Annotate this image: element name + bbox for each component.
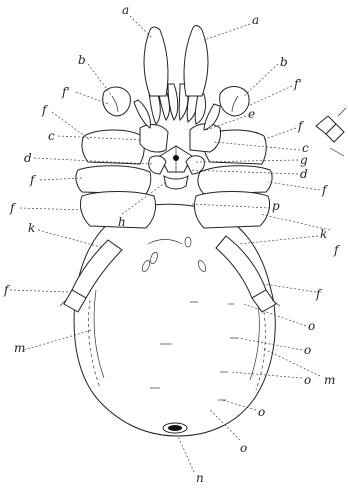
cheliceral-lobes — [134, 82, 220, 130]
body-outline — [74, 204, 275, 436]
label-k-left: k — [28, 221, 35, 235]
label-f-4: f — [321, 183, 329, 197]
label-f-6: f — [333, 243, 341, 257]
label-o-2: o — [304, 343, 311, 357]
lobe-b-right — [220, 87, 249, 117]
label-n: n — [196, 471, 204, 485]
label-f-2: f — [297, 119, 305, 133]
palp-a-left — [144, 27, 168, 96]
label-o-5: o — [240, 441, 247, 455]
label-m-left: m — [14, 341, 25, 355]
label-o-3: o — [304, 373, 311, 387]
label-b-right: b — [280, 55, 288, 69]
label-c-left: c — [48, 129, 55, 143]
palp-a-right — [184, 26, 208, 97]
label-f-1: f — [41, 103, 49, 117]
anal-opening — [163, 423, 187, 433]
label-f-3: f — [29, 173, 37, 187]
label-f-prime-right: f' — [293, 77, 302, 91]
label-h: h — [118, 215, 126, 229]
label-f-prime-left: f' — [61, 85, 70, 99]
label-b-left: b — [78, 53, 86, 67]
label-f-8: f — [315, 287, 323, 301]
label-a-left: a — [122, 3, 129, 17]
label-f-5: f — [9, 201, 17, 215]
label-a-right: a — [252, 13, 259, 27]
label-o-4: o — [258, 405, 265, 419]
label-d-right: d — [300, 167, 308, 181]
label-p: p — [272, 199, 280, 213]
lobe-b-left — [103, 87, 131, 116]
label-d-left: d — [24, 151, 32, 165]
label-o-1: o — [308, 319, 315, 333]
label-e: e — [248, 107, 255, 121]
label-g: g — [300, 153, 308, 167]
label-m-right: m — [324, 373, 335, 387]
label-k-right: k — [320, 227, 327, 241]
detached-leg-fragment — [316, 108, 346, 156]
label-f-7: f — [3, 283, 11, 297]
